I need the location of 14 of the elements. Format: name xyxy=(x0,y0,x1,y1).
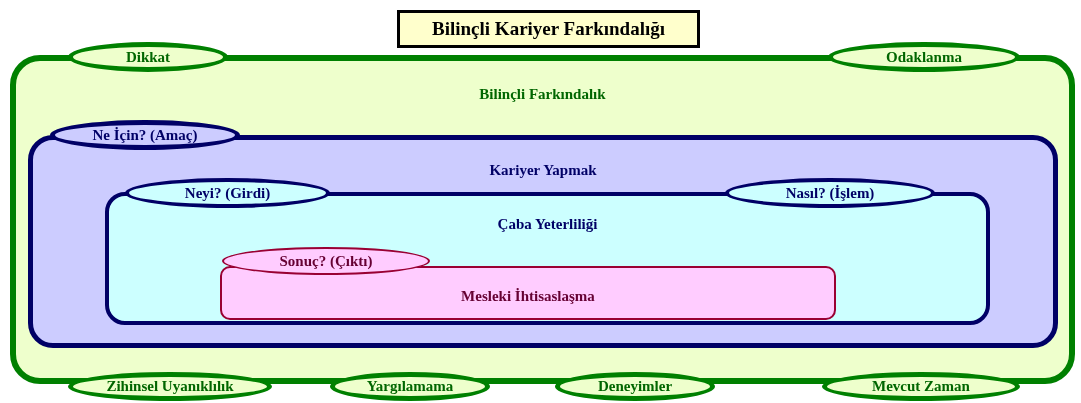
box-heading: Çaba Yeterliliği xyxy=(497,216,598,233)
tag-ellipse: Dikkat xyxy=(68,42,228,72)
tag-ellipse: Neyi? (Girdi) xyxy=(125,178,330,208)
box-heading: Kariyer Yapmak xyxy=(489,162,597,179)
tag-ellipse: Sonuç? (Çıktı) xyxy=(222,247,430,275)
tag-ellipse: Ne İçin? (Amaç) xyxy=(50,120,240,150)
tag-ellipse: Deneyimler xyxy=(555,372,715,401)
box-heading: Bilinçli Farkındalık xyxy=(479,86,606,103)
tag-ellipse: Yargılamama xyxy=(330,372,490,401)
tag-ellipse: Zihinsel Uyanıklılık xyxy=(68,372,272,401)
tag-ellipse: Nasıl? (İşlem) xyxy=(725,178,935,208)
tag-ellipse: Odaklanma xyxy=(828,42,1020,72)
title-box: Bilinçli Kariyer Farkındalığı xyxy=(397,10,700,48)
box-heading: Mesleki İhtisaslaşma xyxy=(461,288,595,305)
